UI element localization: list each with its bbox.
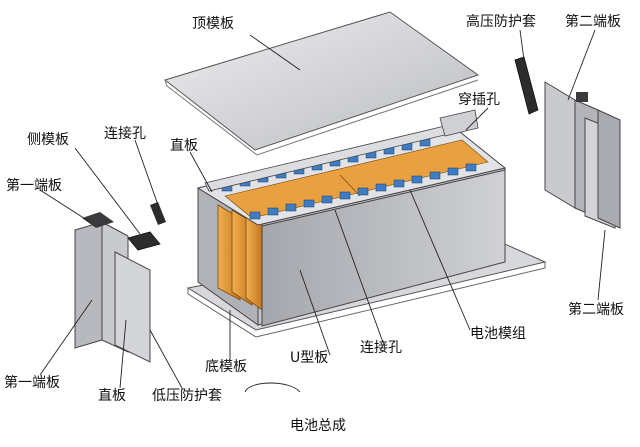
label-battery-module: 电池模组 bbox=[470, 326, 526, 342]
label-lv-sleeve: 低压防护套 bbox=[152, 388, 222, 404]
label-bottom-plate: 底模板 bbox=[205, 359, 247, 375]
label-top-plate: 顶模板 bbox=[192, 16, 234, 32]
label-straight-plate-top: 直板 bbox=[170, 138, 198, 154]
first-end-plate-shape bbox=[74, 212, 151, 363]
leader-lines bbox=[39, 29, 606, 393]
module-top bbox=[196, 109, 507, 226]
label-u-plate: U型板 bbox=[290, 350, 329, 366]
label-first-end-plate-bottom: 第一端板 bbox=[4, 375, 60, 391]
second-end-plate-shape bbox=[544, 81, 621, 229]
lv-sleeve-shape bbox=[127, 231, 161, 251]
label-through-hole: 穿插孔 bbox=[458, 92, 500, 108]
hv-sleeve-shape bbox=[514, 56, 539, 115]
top-plate-shape bbox=[163, 11, 480, 156]
label-side-plate: 侧模板 bbox=[27, 132, 69, 148]
label-second-end-plate-bottom: 第二端板 bbox=[568, 302, 624, 318]
label-battery-assembly: 电池总成 bbox=[290, 418, 346, 434]
label-first-end-plate-top: 第一端板 bbox=[6, 178, 62, 194]
label-connect-hole-top: 连接孔 bbox=[104, 126, 146, 142]
cell-stack bbox=[217, 204, 263, 311]
label-hv-sleeve: 高压防护套 bbox=[466, 14, 536, 30]
u-plate-front-face bbox=[261, 169, 506, 327]
label-connect-hole-bottom: 连接孔 bbox=[360, 340, 402, 356]
connection-pin-shape bbox=[150, 202, 166, 225]
label-straight-plate-bottom: 直板 bbox=[98, 388, 126, 404]
label-second-end-plate-top: 第二端板 bbox=[565, 14, 621, 30]
